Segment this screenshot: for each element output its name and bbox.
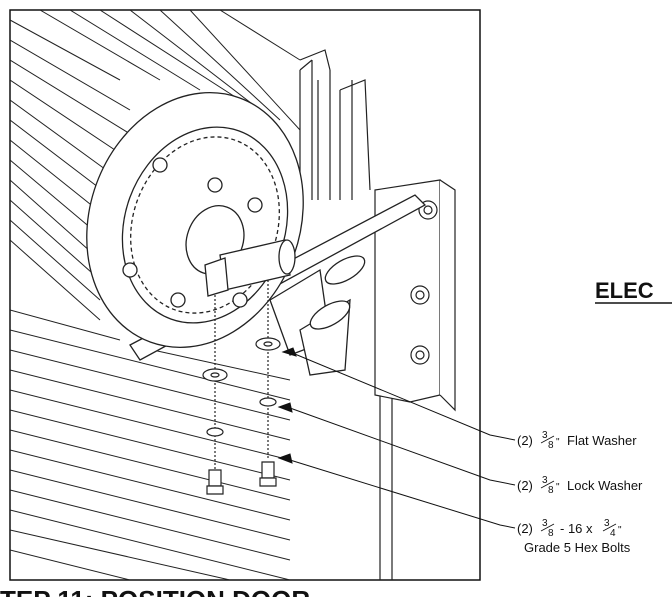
callout-flat-washer: (2) 3 8 " Flat Washer [517,430,637,451]
svg-text:": " [556,482,560,493]
svg-text:": " [618,525,622,536]
svg-text:3: 3 [604,518,610,529]
lock-washer-left [206,427,224,437]
svg-text:8: 8 [548,440,554,451]
svg-text:(2): (2) [517,478,533,493]
flat-washer-label: Flat Washer [567,433,637,448]
svg-text:3: 3 [542,518,548,529]
callout-lock-washer: (2) 3 8 " Lock Washer [517,475,643,496]
hex-bolts-label: Grade 5 Hex Bolts [524,540,631,555]
fasteners [202,280,281,495]
hex-bolt-right [261,461,275,479]
svg-text:": " [556,437,560,448]
lock-washer-right [259,397,277,407]
svg-text:3: 3 [542,430,548,441]
svg-text:(2): (2) [517,433,533,448]
shaft-coupler [204,239,296,297]
svg-text:3: 3 [542,475,548,486]
svg-text:8: 8 [548,528,554,539]
callout-hex-bolts: (2) 3 8 - 16 x 3 4 " Grade 5 Hex Bolts [517,518,631,555]
svg-text:(2): (2) [517,521,533,536]
illustration-frame [9,9,481,581]
svg-text:- 16 x: - 16 x [560,521,593,536]
pointer-arrows [277,347,297,464]
door-curtain [10,10,301,580]
mounting-plate [374,179,456,412]
lock-washer-label: Lock Washer [567,478,643,493]
svg-text:8: 8 [548,485,554,496]
section-heading: ELEC [595,278,654,303]
hex-bolt-left [208,469,222,487]
svg-text:4: 4 [610,528,616,539]
step-title: TEP 11: POSITION DOOR [0,585,310,597]
leader-lines [289,351,516,529]
